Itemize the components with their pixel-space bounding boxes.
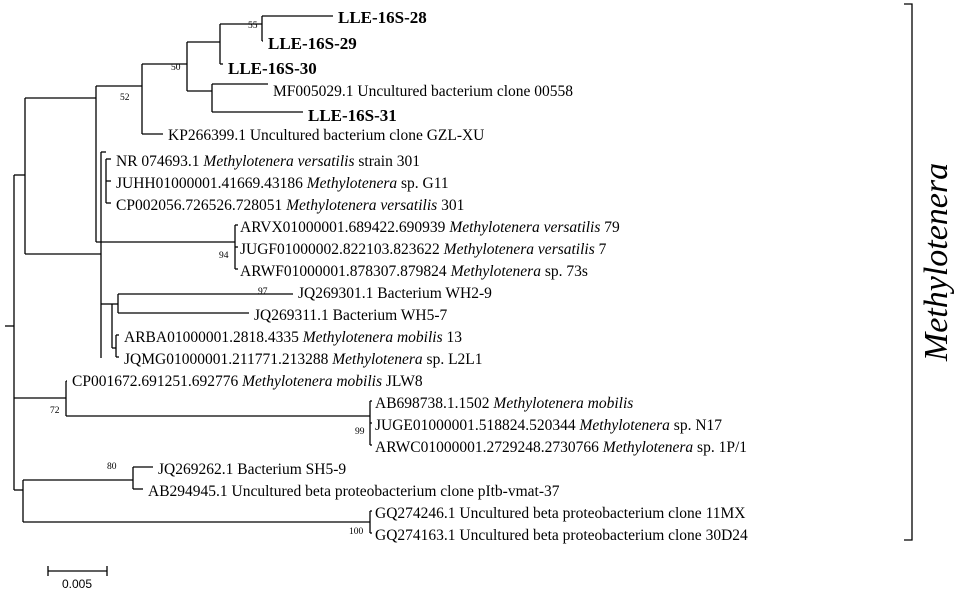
leaf-jqmg: JQMG01000001.211771.213288 Methylotenera… [124,351,483,368]
leaf-label-part: 79 [600,219,620,236]
leaf-juhh: JUHH01000001.41669.43186 Methylotenera s… [116,175,449,192]
tree-branches [5,15,372,534]
leaf-ab294945: AB294945.1 Uncultured beta proteobacteri… [148,483,560,500]
bootstrap-72: 72 [50,406,60,416]
leaf-jugf: JUGF01000002.822103.823622 Methylotenera… [240,241,607,258]
leaf-label-part: LLE-16S-30 [228,59,317,78]
leaf-lle-16s-28: LLE-16S-28 [338,8,427,27]
bootstrap-94: 94 [219,251,229,261]
bootstrap-80: 80 [107,462,117,472]
leaf-label-part: JLW8 [382,373,423,390]
leaf-label-part: ARBA01000001.2818.4335 [124,329,303,346]
leaf-arwc: ARWC01000001.2729248.2730766 Methylotene… [375,439,747,456]
leaf-lle-16s-31: LLE-16S-31 [308,106,397,125]
leaf-label-part: Methylotenera [331,351,423,368]
leaf-juge: JUGE01000001.518824.520344 Methylotenera… [375,417,722,434]
leaf-label-part: Methylotenera [450,263,542,280]
leaf-label-part: LLE-16S-28 [338,8,427,27]
leaf-arwf: ARWF01000001.878307.879824 Methylotenera… [240,263,588,280]
leaf-ab698738: AB698738.1.1502 Methylotenera mobilis [375,395,633,412]
leaf-label-part: ARWF01000001.878307.879824 [240,263,451,280]
leaf-label-part: sp. N17 [670,417,722,434]
leaf-label-part: KP266399.1 Uncultured bacterium clone GZ… [168,127,484,144]
leaf-label-part: strain 301 [355,153,420,170]
leaf-arba: ARBA01000001.2818.4335 Methylotenera mob… [124,329,462,346]
leaf-label-part: Methylotenera mobilis [492,395,633,412]
bootstrap-50: 50 [171,63,181,73]
leaf-label-part: JQMG01000001.211771.213288 [124,351,332,368]
leaf-label-part: sp. 73s [541,263,588,280]
leaf-gq274246: GQ274246.1 Uncultured beta proteobacteri… [375,505,745,522]
leaf-label-part: AB294945.1 Uncultured beta proteobacteri… [148,483,560,500]
leaf-label-part: Methylotenera mobilis [302,329,443,346]
leaf-label-part: Methylotenera versatilis [285,197,437,214]
leaf-nr074693: NR 074693.1 Methylotenera versatilis str… [116,153,420,170]
bootstrap-52: 52 [120,93,130,103]
leaf-label-part: sp. G11 [397,175,449,192]
leaf-label-part: Methylotenera [579,417,671,434]
scale-bar-label: 0.005 [62,577,92,591]
bootstrap-values: 55 50 52 94 97 72 99 80 100 [50,21,365,537]
leaf-label-part: Methylotenera [602,439,694,456]
leaf-jq269262: JQ269262.1 Bacterium SH5-9 [158,461,346,478]
leaf-label-part: GQ274163.1 Uncultured beta proteobacteri… [375,527,748,544]
leaf-labels: LLE-16S-28 LLE-16S-29 LLE-16S-30 MF00502… [72,8,748,544]
leaf-lle-16s-30: LLE-16S-30 [228,59,317,78]
leaf-kp266399: KP266399.1 Uncultured bacterium clone GZ… [168,127,484,144]
leaf-label-part: NR 074693.1 [116,153,203,170]
scale-bar: 0.005 [47,566,108,591]
bootstrap-55: 55 [248,21,258,31]
leaf-label-part: 301 [437,197,464,214]
leaf-label-part: LLE-16S-31 [308,106,397,125]
leaf-label-part: GQ274246.1 Uncultured beta proteobacteri… [375,505,745,522]
leaf-jq269301: JQ269301.1 Bacterium WH2-9 [298,285,492,302]
leaf-cp002056: CP002056.726526.728051 Methylotenera ver… [116,197,464,214]
clade-label-methylotenera: Methylotenera [918,163,955,362]
bootstrap-99: 99 [355,427,365,437]
leaf-lle-16s-29: LLE-16S-29 [268,34,357,53]
leaf-label-part: ARVX01000001.689422.690939 [240,219,449,236]
leaf-label-part: CP002056.726526.728051 [116,197,286,214]
leaf-label-part: Methylotenera mobilis [241,373,382,390]
leaf-label-part: sp. L2L1 [423,351,483,368]
bootstrap-100: 100 [349,527,364,537]
leaf-label-part: 7 [595,241,607,258]
leaf-label-part: sp. 1P/1 [693,439,747,456]
leaf-label-part: LLE-16S-29 [268,34,357,53]
leaf-jq269311: JQ269311.1 Bacterium WH5-7 [254,307,448,324]
leaf-label-part: Methylotenera versatilis [443,241,595,258]
leaf-arvx: ARVX01000001.689422.690939 Methylotenera… [240,219,620,236]
leaf-label-part: JUGF01000002.822103.823622 [240,241,444,258]
leaf-label-part: CP001672.691251.692776 [72,373,242,390]
bootstrap-97: 97 [258,287,268,297]
leaf-mf005029: MF005029.1 Uncultured bacterium clone 00… [273,83,573,100]
leaf-label-part: Methylotenera [306,175,398,192]
leaf-label-part: JQ269262.1 Bacterium SH5-9 [158,461,346,478]
leaf-cp001672: CP001672.691251.692776 Methylotenera mob… [72,373,423,390]
leaf-label-part: Methylotenera versatilis [202,153,354,170]
clade-bracket [904,3,913,541]
leaf-label-part: JQ269311.1 Bacterium WH5-7 [254,307,448,324]
leaf-label-part: Methylotenera versatilis [448,219,600,236]
leaf-gq274163: GQ274163.1 Uncultured beta proteobacteri… [375,527,748,544]
leaf-label-part: JUGE01000001.518824.520344 [375,417,580,434]
leaf-label-part: 13 [443,329,463,346]
leaf-label-part: JUHH01000001.41669.43186 [116,175,307,192]
leaf-label-part: ARWC01000001.2729248.2730766 [375,439,603,456]
leaf-label-part: JQ269301.1 Bacterium WH2-9 [298,285,492,302]
leaf-label-part: AB698738.1.1502 [375,395,493,412]
leaf-label-part: MF005029.1 Uncultured bacterium clone 00… [273,83,573,100]
